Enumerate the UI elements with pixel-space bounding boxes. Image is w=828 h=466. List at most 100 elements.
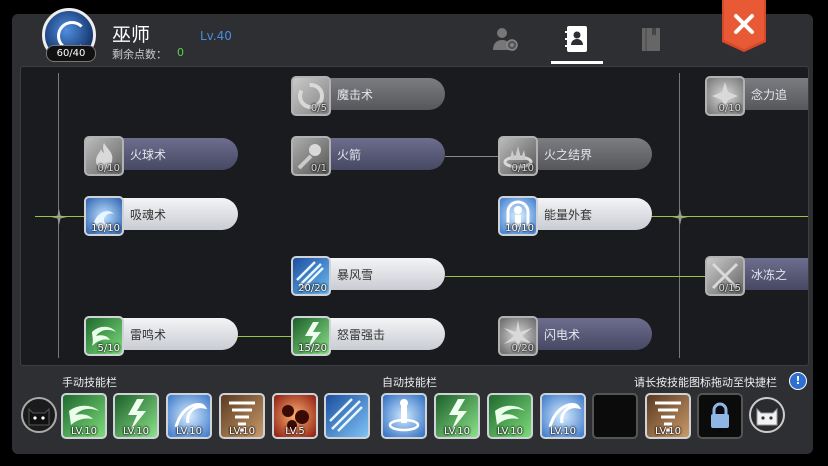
skill-node[interactable]: 0/20 闪电术 [498, 316, 654, 356]
rail-star-icon [51, 209, 67, 225]
skill-node[interactable]: 0/5 魔击术 [291, 76, 447, 116]
contact-book-icon [565, 26, 587, 52]
rail-star-icon [672, 209, 688, 225]
fire-meteor-icon [297, 144, 321, 170]
skill-node[interactable]: 10/10 吸魂术 [84, 196, 240, 236]
green-wind-icon [495, 405, 525, 425]
skill-count: 10/10 [91, 223, 120, 234]
connector-line [445, 276, 715, 277]
auto-slot[interactable] [381, 393, 427, 439]
pet-white-avatar[interactable] [749, 397, 785, 433]
manual-slot[interactable]: LV.10 [113, 393, 159, 439]
tab-tome[interactable] [634, 22, 668, 56]
water-ring-icon: 0/5 [291, 76, 331, 116]
manual-slot[interactable]: LV.10 [219, 393, 265, 439]
fire-icon [96, 143, 113, 169]
green-thunder-icon [449, 399, 467, 431]
skill-count: 10/10 [505, 223, 534, 234]
skill-node[interactable]: 0/10 念力追 [705, 76, 808, 116]
slot-level: LV.10 [550, 426, 576, 437]
fire-ring-icon: 0/10 [498, 136, 538, 176]
class-name: 巫师 [112, 24, 151, 46]
lightning-icon [504, 320, 532, 352]
auto-slot[interactable]: LV.10 [645, 393, 691, 439]
skill-count: 0/20 [511, 343, 534, 354]
active-tab-indicator [551, 61, 603, 64]
frost-cross-icon [711, 262, 739, 290]
skill-bar [520, 198, 652, 230]
skill-count: 0/5 [310, 103, 327, 114]
tab-skill-book[interactable] [560, 22, 594, 56]
slot-level: LV.10 [71, 426, 97, 437]
skill-count: 0/10 [718, 103, 741, 114]
skill-node[interactable]: 5/10 雷鸣术 [84, 316, 240, 356]
skill-label: 念力追 [751, 88, 788, 102]
tab-character-skill[interactable] [488, 22, 522, 56]
skill-node[interactable]: 0/10 火之结界 [498, 136, 654, 176]
points-label: 剩余点数： [112, 48, 167, 61]
thunder-icon [92, 326, 116, 346]
auto-slot[interactable]: LV.10 [434, 393, 480, 439]
skill-bar [106, 198, 238, 230]
lock-icon [711, 402, 729, 428]
skill-count: 15/20 [298, 343, 327, 354]
skill-label: 火球术 [130, 148, 167, 162]
manual-slot[interactable] [324, 393, 370, 439]
fire-ring-icon [503, 146, 533, 169]
manual-slot[interactable]: LV.10 [166, 393, 212, 439]
skill-bar [106, 318, 238, 350]
green-wind-icon [69, 405, 99, 425]
thunder-icon: 5/10 [84, 316, 124, 356]
auto-slot-empty[interactable] [592, 393, 638, 439]
slot-level: LV.10 [229, 426, 255, 437]
skill-bar [313, 138, 445, 170]
skill-bar [313, 78, 445, 110]
slot-level: LV.10 [176, 426, 202, 437]
pet-dark-avatar[interactable] [21, 397, 57, 433]
skill-label: 闪电术 [544, 328, 581, 342]
drag-hint: 请长按技能图标拖动至快捷栏 [634, 376, 777, 389]
info-icon[interactable]: ! [789, 372, 807, 390]
skill-node[interactable]: 10/10 能量外套 [498, 196, 654, 236]
manual-slot[interactable]: LV.5 [272, 393, 318, 439]
energy-shield-icon [506, 200, 530, 227]
skill-count: 0/10 [97, 163, 120, 174]
skill-count: 5/10 [97, 343, 120, 354]
fire-icon: 0/10 [84, 136, 124, 176]
red-meteor-icon [282, 405, 309, 430]
skill-count: 0/15 [718, 283, 741, 294]
skill-bar [313, 318, 445, 350]
skill-bar [520, 138, 652, 170]
auto-slot-locked[interactable] [697, 393, 743, 439]
cat-icon [28, 407, 50, 426]
lightning-burst-icon: 0/10 [705, 76, 745, 116]
skill-label: 怒雷强击 [337, 328, 386, 342]
avatar-points: 60/40 [46, 45, 96, 62]
close-button[interactable] [722, 0, 766, 52]
skill-node[interactable]: 15/20 怒雷强击 [291, 316, 447, 356]
manual-slot[interactable]: LV.10 [61, 393, 107, 439]
cat-icon [756, 407, 778, 426]
skill-node[interactable]: 0/10 火球术 [84, 136, 240, 176]
skill-node[interactable]: 0/15 冰冻之 [705, 256, 808, 296]
auto-slot[interactable]: LV.10 [487, 393, 533, 439]
blue-summon-icon [388, 399, 420, 432]
skill-count: 0/1 [310, 163, 327, 174]
person-gear-icon [493, 28, 518, 51]
slot-level: LV.10 [444, 426, 470, 437]
class-level: Lv.40 [200, 29, 232, 43]
skill-tree: 0/5 魔击术 0/10 念力追 0/10 火球术 0/1 火箭 [20, 66, 809, 366]
slot-level: LV.10 [123, 426, 149, 437]
water-ring-icon [298, 83, 324, 109]
skill-node[interactable]: 20/20 暴风雪 [291, 256, 447, 296]
connector-line [35, 216, 91, 217]
auto-slot[interactable]: LV.10 [540, 393, 586, 439]
soul-drain-icon [94, 211, 114, 229]
blue-swirl-icon [174, 403, 208, 428]
skill-count: 20/20 [298, 283, 327, 294]
lightning-burst-icon [712, 82, 738, 110]
thunder-strike-icon: 15/20 [291, 316, 331, 356]
fire-meteor-icon: 0/1 [291, 136, 331, 176]
skill-node[interactable]: 0/1 火箭 [291, 136, 447, 176]
slot-level: LV.10 [497, 426, 523, 437]
